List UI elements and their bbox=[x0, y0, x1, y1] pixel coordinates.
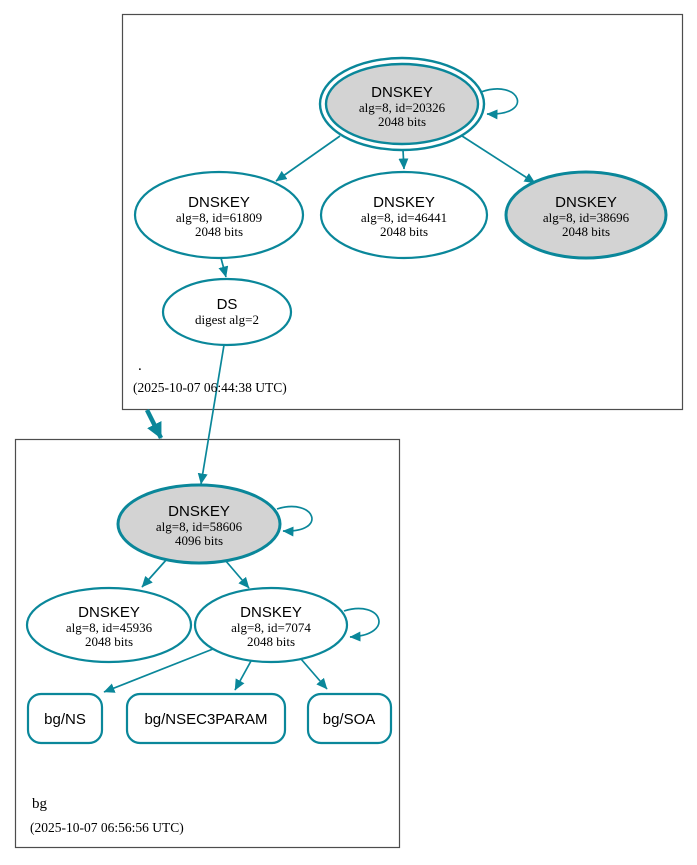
node-dnskey-45936[interactable]: DNSKEY alg=8, id=45936 2048 bits bbox=[25, 586, 193, 664]
dnskey-45936-bits: 2048 bits bbox=[85, 634, 133, 649]
rrset-soa-box bbox=[306, 692, 393, 745]
dnskey-20326-outer-ring bbox=[318, 56, 486, 152]
node-dnskey-61809[interactable]: DNSKEY alg=8, id=61809 2048 bits bbox=[133, 170, 305, 260]
edge-ksk20326-to-key61809 bbox=[275, 135, 341, 182]
node-dnskey-7074[interactable]: DNSKEY alg=8, id=7074 2048 bits bbox=[193, 586, 349, 664]
dnskey-61809-title: DNSKEY bbox=[188, 194, 250, 211]
node-rrset-soa[interactable]: bg/SOA bbox=[306, 692, 393, 745]
node-ds[interactable]: DS digest alg=2 bbox=[161, 277, 293, 347]
dnskey-45936-title: DNSKEY bbox=[78, 604, 140, 621]
selfloop-ksk20326 bbox=[480, 88, 519, 120]
dnskey-7074-ellipse bbox=[193, 586, 349, 664]
rrset-nsec3param-label: bg/NSEC3PARAM bbox=[144, 711, 267, 728]
ds-detail: digest alg=2 bbox=[195, 312, 259, 327]
dnskey-58606-detail: alg=8, id=58606 bbox=[156, 519, 243, 534]
dnskey-38696-ellipse bbox=[504, 170, 668, 260]
dnskey-38696-detail: alg=8, id=38696 bbox=[543, 210, 630, 225]
edge-key61809-to-ds bbox=[218, 257, 229, 278]
dnskey-61809-detail: alg=8, id=61809 bbox=[176, 210, 262, 225]
node-dnskey-46441[interactable]: DNSKEY alg=8, id=46441 2048 bits bbox=[319, 170, 489, 260]
dnskey-20326-inner-ring bbox=[324, 62, 480, 146]
dnskey-45936-ellipse bbox=[25, 586, 193, 664]
rrset-ns-box bbox=[26, 692, 104, 745]
node-dnskey-20326[interactable]: DNSKEY alg=8, id=20326 2048 bits bbox=[318, 56, 486, 152]
dnskey-46441-title: DNSKEY bbox=[373, 194, 435, 211]
zone-box-root bbox=[121, 13, 684, 411]
dnskey-61809-ellipse bbox=[133, 170, 305, 260]
selfloop-ksk58606 bbox=[276, 505, 313, 537]
zone-root-timestamp: (2025-10-07 06:44:38 UTC) bbox=[133, 380, 287, 395]
dnskey-38696-bits: 2048 bits bbox=[562, 224, 610, 239]
node-dnskey-38696[interactable]: DNSKEY alg=8, id=38696 2048 bits bbox=[504, 170, 668, 260]
rrset-nsec3param-box bbox=[125, 692, 287, 745]
edge-ds-to-bg-ksk58606 bbox=[197, 344, 225, 485]
dnskey-58606-ellipse bbox=[116, 483, 282, 565]
edge-delegation-root-to-bg bbox=[144, 408, 164, 440]
dnskey-20326-bits: 2048 bits bbox=[378, 114, 426, 129]
zone-box-bg bbox=[14, 438, 401, 849]
dnskey-46441-bits: 2048 bits bbox=[380, 224, 428, 239]
dnskey-46441-ellipse bbox=[319, 170, 489, 260]
edge-key7074-to-ns bbox=[103, 648, 214, 693]
edge-ksk58606-to-key45936 bbox=[141, 558, 168, 588]
dnskey-61809-bits: 2048 bits bbox=[195, 224, 243, 239]
ds-ellipse bbox=[161, 277, 293, 347]
dnskey-45936-detail: alg=8, id=45936 bbox=[66, 620, 153, 635]
zone-bg-name: bg bbox=[32, 796, 48, 812]
dnskey-7074-bits: 2048 bits bbox=[247, 634, 295, 649]
rrset-ns-label: bg/NS bbox=[44, 711, 86, 728]
node-rrset-ns[interactable]: bg/NS bbox=[26, 692, 104, 745]
node-dnskey-58606[interactable]: DNSKEY alg=8, id=58606 4096 bits bbox=[116, 483, 282, 565]
zone-bg-timestamp: (2025-10-07 06:56:56 UTC) bbox=[30, 820, 184, 835]
selfloop-key7074 bbox=[343, 607, 380, 642]
dnskey-46441-detail: alg=8, id=46441 bbox=[361, 210, 447, 225]
edge-ksk20326-to-key46441 bbox=[398, 149, 409, 170]
dnskey-20326-detail: alg=8, id=20326 bbox=[359, 100, 446, 115]
edge-key7074-to-soa bbox=[300, 658, 328, 690]
ds-title: DS bbox=[217, 296, 238, 313]
dnskey-7074-title: DNSKEY bbox=[240, 604, 302, 621]
dnskey-20326-title: DNSKEY bbox=[371, 84, 433, 101]
dnskey-38696-title: DNSKEY bbox=[555, 194, 617, 211]
dnskey-58606-bits: 4096 bits bbox=[175, 533, 223, 548]
node-rrset-nsec3param[interactable]: bg/NSEC3PARAM bbox=[125, 692, 287, 745]
edge-ksk20326-to-key38696 bbox=[461, 135, 536, 184]
edge-ksk58606-to-key7074 bbox=[224, 559, 250, 589]
rrset-soa-label: bg/SOA bbox=[323, 711, 376, 728]
zone-root-name: . bbox=[138, 358, 142, 374]
dnskey-58606-title: DNSKEY bbox=[168, 503, 230, 520]
edge-key7074-to-nsec3param bbox=[234, 660, 252, 691]
dnskey-7074-detail: alg=8, id=7074 bbox=[231, 620, 311, 635]
